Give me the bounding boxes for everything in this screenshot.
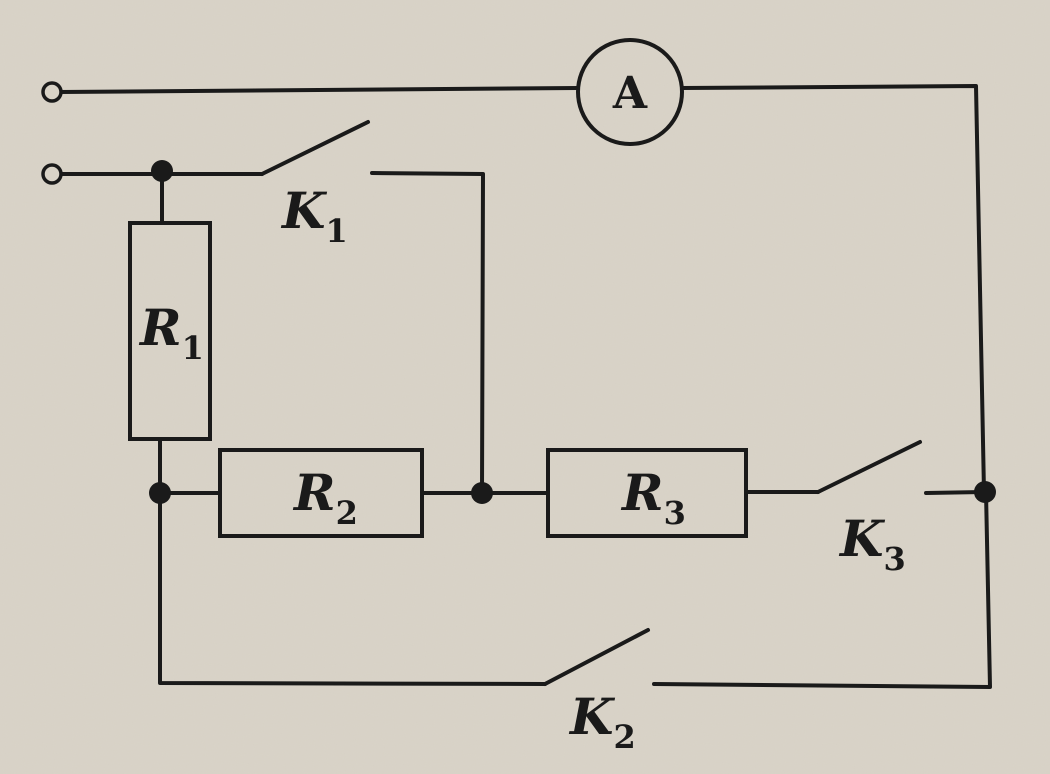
junction-node-middle bbox=[471, 482, 493, 504]
ammeter-circle bbox=[576, 38, 684, 146]
resistor-r1 bbox=[128, 221, 212, 441]
label-k1: K1 bbox=[280, 181, 348, 250]
label-r2: R2 bbox=[292, 463, 358, 532]
label-r1: R1 bbox=[138, 298, 204, 367]
switch-k2-blade bbox=[543, 628, 650, 686]
wire-left-down-bottom bbox=[158, 491, 547, 686]
junction-node-top bbox=[151, 160, 173, 182]
terminal-bottom bbox=[41, 163, 63, 185]
wire-k1-to-r2r3-node bbox=[370, 171, 485, 494]
label-k2: K2 bbox=[568, 687, 636, 756]
ammeter-symbol: A bbox=[612, 68, 648, 119]
wire-k2-to-right-rail bbox=[652, 490, 992, 689]
junction-node-left bbox=[149, 482, 171, 504]
switch-k3-blade bbox=[816, 440, 922, 494]
junction-node-right bbox=[974, 481, 996, 503]
switch-k1-blade bbox=[260, 120, 370, 176]
terminal-top bbox=[41, 81, 63, 103]
label-r3: R3 bbox=[620, 463, 686, 532]
wire-top-right bbox=[680, 84, 986, 494]
label-k3: K3 bbox=[838, 509, 906, 578]
wire-top-left bbox=[58, 86, 580, 94]
